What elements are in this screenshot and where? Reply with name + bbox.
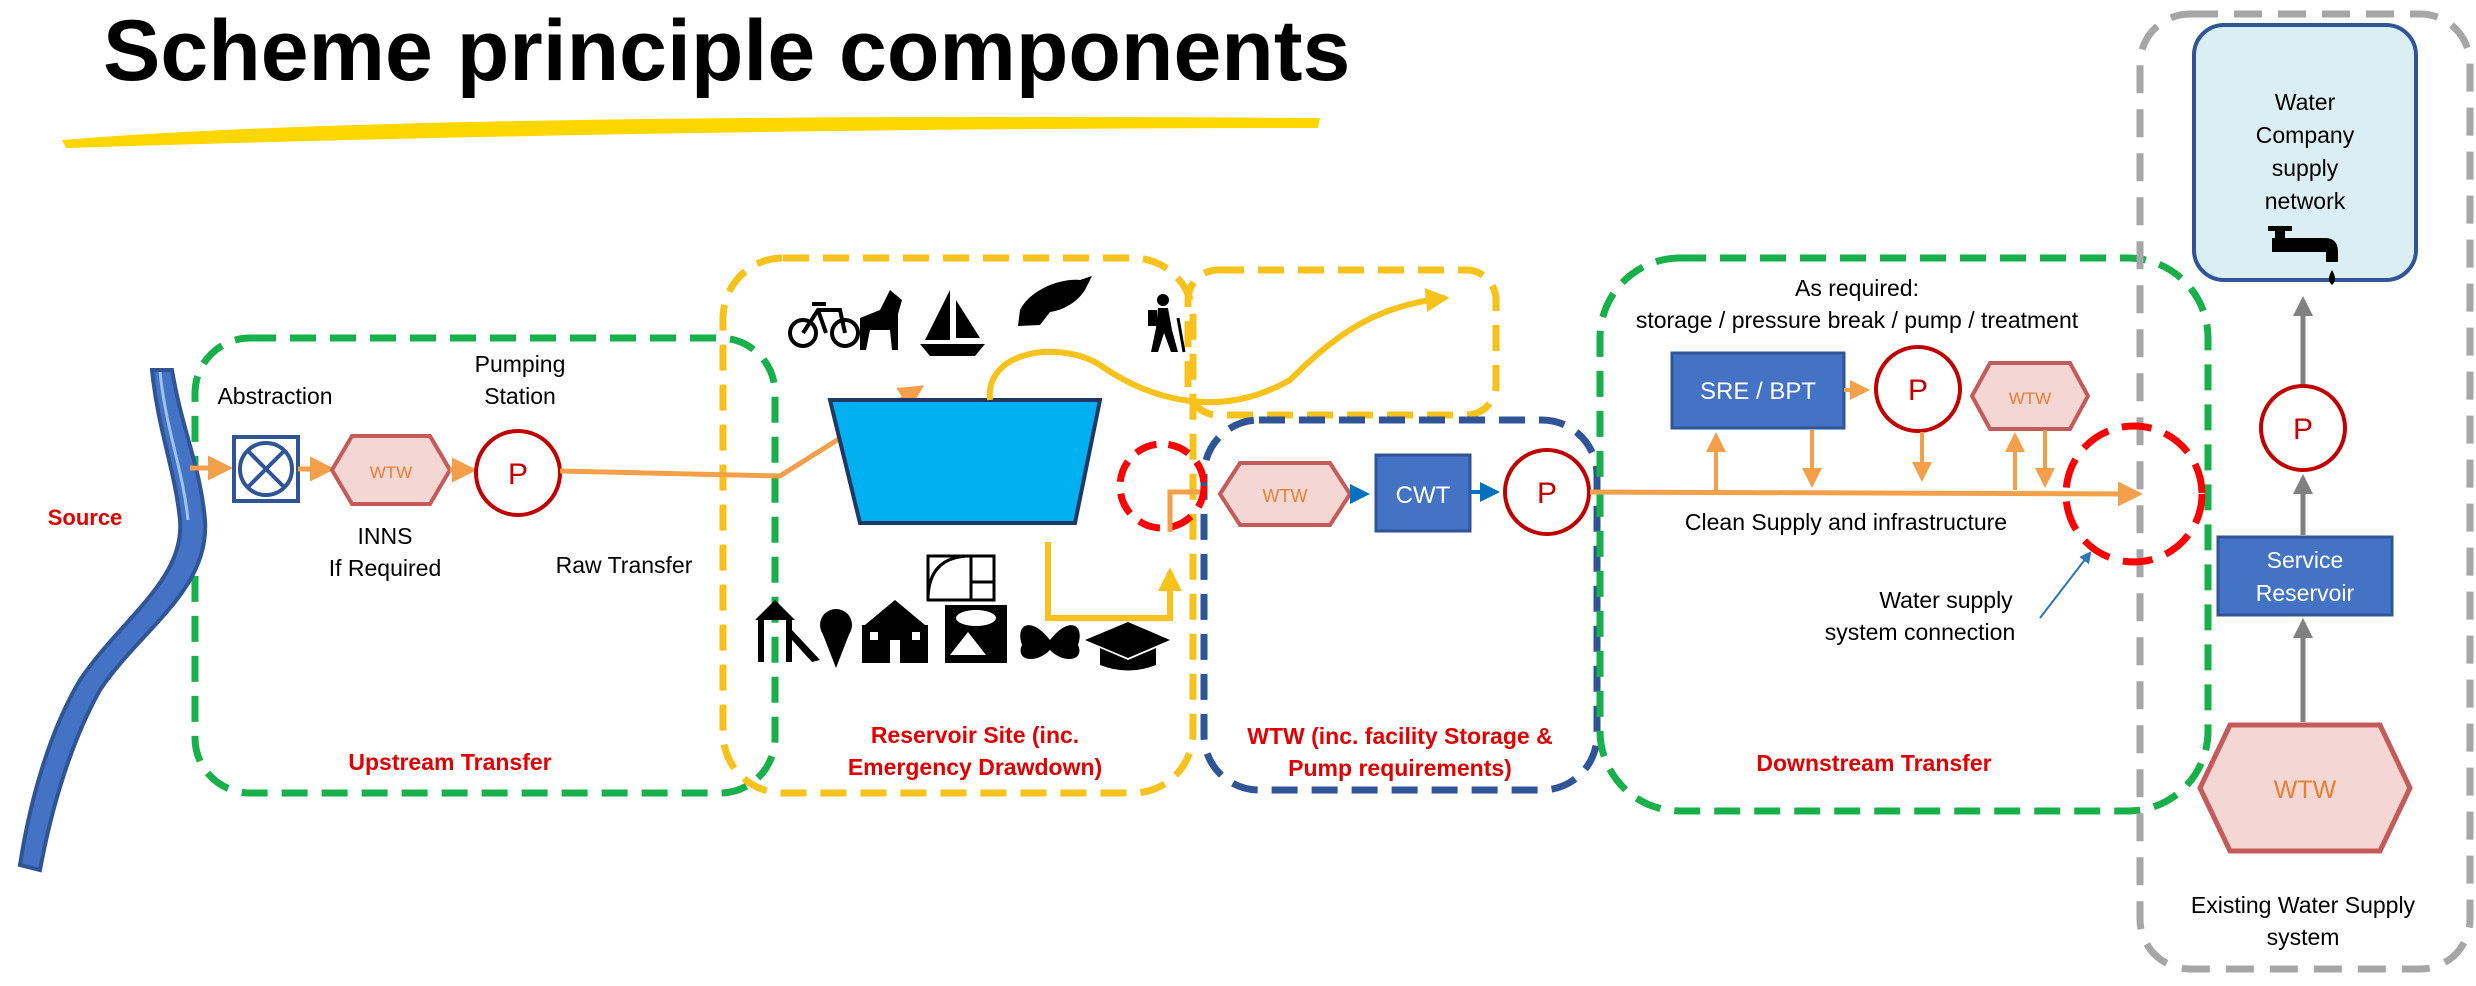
pumping-station-node: P — [474, 429, 562, 517]
service-reservoir-node: Service Reservoir — [2216, 535, 2394, 617]
svg-text:WTW: WTW — [370, 463, 412, 482]
bird-icon — [1018, 276, 1092, 326]
svg-text:Water supply: Water supply — [1879, 587, 2013, 613]
wtw-section-box — [1200, 416, 1601, 794]
bicycle-icon — [788, 302, 860, 348]
svg-text:SRE / BPT: SRE / BPT — [1700, 378, 1816, 405]
svg-text:Company: Company — [2256, 122, 2355, 148]
upstream-transfer-box — [191, 334, 779, 797]
golden-ratio-icon — [926, 554, 996, 602]
svg-text:WTW (inc. facility Storage &: WTW (inc. facility Storage & — [1247, 723, 1552, 749]
svg-text:WTW: WTW — [2274, 776, 2337, 804]
supply-connection-ring — [2062, 422, 2206, 566]
svg-text:Existing Water Supply: Existing Water Supply — [2191, 892, 2416, 918]
svg-text:Raw Transfer: Raw Transfer — [556, 552, 693, 578]
water-company-network-box: Water Company supply network — [2192, 23, 2418, 282]
existing-wtw-node: WTW — [2197, 722, 2413, 854]
svg-text:Pump requirements): Pump requirements) — [1288, 755, 1512, 781]
playground-icon — [755, 600, 820, 662]
svg-text:network: network — [2265, 188, 2346, 214]
reservoir-overflow-flow — [986, 288, 1450, 406]
river-icon — [17, 368, 208, 873]
sre-bpt-node: SRE / BPT — [1670, 351, 1846, 430]
svg-text:INNS: INNS — [358, 523, 413, 549]
svg-text:Pumping: Pumping — [475, 351, 566, 377]
svg-text:Water: Water — [2275, 89, 2336, 115]
svg-text:Source: Source — [48, 505, 123, 530]
svg-text:Reservoir Site (inc.: Reservoir Site (inc. — [871, 722, 1079, 748]
svg-text:Station: Station — [484, 383, 556, 409]
horse-icon — [860, 290, 902, 350]
svg-text:Downstream Transfer: Downstream Transfer — [1756, 750, 1991, 776]
svg-text:WTW: WTW — [1263, 486, 1308, 506]
ice-cream-icon — [820, 609, 852, 668]
landscape-icon — [945, 605, 1007, 663]
svg-text:Clean Supply and infrastructur: Clean Supply and infrastructure — [1685, 509, 2007, 535]
svg-text:Emergency Drawdown): Emergency Drawdown) — [848, 754, 1102, 780]
wtw-pump-node: P — [1503, 448, 1591, 536]
svg-text:P: P — [1908, 374, 1928, 407]
svg-text:supply: supply — [2272, 155, 2339, 181]
existing-pump-node: P — [2259, 384, 2347, 472]
svg-text:P: P — [2293, 413, 2313, 446]
sailboat-icon — [920, 290, 985, 356]
downstream-transfer-box — [1596, 254, 2212, 815]
svg-text:Upstream Transfer: Upstream Transfer — [348, 749, 551, 775]
svg-text:Reservoir: Reservoir — [2256, 580, 2355, 606]
clean-supply-pipe — [1589, 481, 2143, 507]
svg-text:Service: Service — [2267, 547, 2344, 573]
graduation-cap-icon — [1085, 622, 1170, 671]
cwt-node: CWT — [1374, 453, 1472, 533]
title-underline — [62, 116, 1320, 148]
reservoir-site-box — [719, 254, 1197, 797]
svg-text:If Required: If Required — [329, 555, 442, 581]
reservoir-overflow-box — [1184, 266, 1500, 419]
downstream-pump-node: P — [1874, 345, 1962, 433]
inns-wtw-node: WTW — [329, 434, 453, 506]
tap-icon — [2268, 226, 2338, 285]
svg-text:storage / pressure break / pum: storage / pressure break / pump / treatm… — [1636, 307, 2079, 333]
svg-text:WTW: WTW — [2009, 389, 2051, 408]
school-icon — [862, 600, 928, 663]
svg-text:P: P — [1537, 477, 1557, 510]
abstraction-valve-icon — [232, 435, 300, 503]
existing-supply-box — [2136, 10, 2474, 973]
svg-text:CWT: CWT — [1396, 482, 1451, 509]
reservoir-basin — [827, 398, 1103, 525]
svg-text:Abstraction: Abstraction — [217, 383, 332, 409]
downstream-wtw-node: WTW — [1969, 361, 2091, 431]
wtw-connection-ring — [1116, 440, 1208, 532]
wtw-treatment-node: WTW — [1217, 461, 1353, 527]
hiker-icon — [1148, 294, 1186, 353]
svg-text:system connection: system connection — [1825, 619, 2015, 645]
svg-text:As required:: As required: — [1795, 275, 1919, 301]
svg-text:system: system — [2267, 924, 2340, 950]
page-title: Scheme principle components — [103, 3, 1351, 99]
emergency-drawdown-flow — [1045, 542, 1182, 621]
svg-text:P: P — [508, 458, 528, 491]
butterfly-icon — [1020, 625, 1080, 660]
